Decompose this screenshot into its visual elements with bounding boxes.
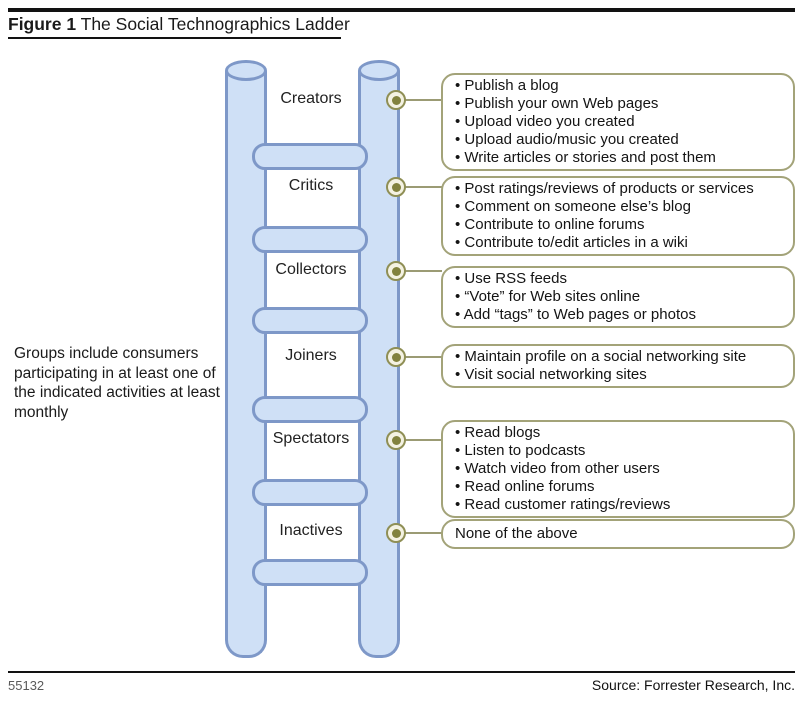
connector-line: [394, 186, 442, 188]
source-credit: Source: Forrester Research, Inc.: [591, 677, 795, 693]
activity-item: • “Vote” for Web sites online: [455, 288, 641, 305]
activity-item: • Add “tags” to Web pages or photos: [455, 306, 696, 323]
connector-line: [394, 270, 442, 272]
activity-item: • Use RSS feeds: [455, 270, 567, 287]
ladder-rung: [252, 143, 368, 170]
group-label-critics: Critics: [288, 177, 334, 194]
group-label-spectators: Spectators: [272, 430, 350, 447]
title-rule: [8, 37, 341, 39]
marker-dot-icon: [386, 347, 406, 367]
footer-rule: [8, 671, 795, 673]
activity-item: • Read customer ratings/reviews: [455, 496, 671, 513]
figure-number: 55132: [8, 678, 45, 693]
activity-box-creators: • Publish a blog• Publish your own Web p…: [441, 73, 795, 171]
marker-dot-icon: [386, 90, 406, 110]
activity-item: • Read online forums: [455, 478, 595, 495]
activity-box-joiners: • Maintain profile on a social networkin…: [441, 344, 795, 388]
ladder-rung: [252, 307, 368, 334]
group-label-inactives: Inactives: [279, 522, 343, 539]
marker-dot-icon: [386, 177, 406, 197]
activity-item: • Listen to podcasts: [455, 442, 586, 459]
activity-item: • Contribute to/edit articles in a wiki: [455, 234, 688, 251]
ladder-left-rail-cap: [225, 60, 267, 81]
connector-line: [394, 439, 442, 441]
activity-item: None of the above: [455, 525, 578, 542]
activity-item: • Upload video you created: [455, 113, 635, 130]
activity-box-critics: • Post ratings/reviews of products or se…: [441, 176, 795, 256]
connector-line: [394, 532, 442, 534]
ladder-rung: [252, 479, 368, 506]
figure-label: Figure 1: [8, 14, 77, 34]
marker-dot-icon: [386, 430, 406, 450]
activity-box-inactives: None of the above: [441, 519, 795, 549]
activity-item: • Read blogs: [455, 424, 541, 441]
connector-line: [394, 99, 442, 101]
group-label-joiners: Joiners: [285, 347, 337, 364]
activity-item: • Comment on someone else’s blog: [455, 198, 691, 215]
annotation-text: Groups include consumers participating i…: [14, 345, 220, 421]
ladder-right-rail-cap: [358, 60, 400, 81]
activity-item: • Maintain profile on a social networkin…: [455, 348, 747, 365]
figure-title-text: The Social Technographics Ladder: [80, 14, 350, 34]
activity-box-spectators: • Read blogs• Listen to podcasts• Watch …: [441, 420, 795, 518]
activity-box-collectors: • Use RSS feeds• “Vote” for Web sites on…: [441, 266, 795, 328]
ladder-rung: [252, 559, 368, 586]
marker-dot-icon: [386, 523, 406, 543]
figure-title: Figure 1 The Social Technographics Ladde…: [8, 14, 350, 35]
group-label-creators: Creators: [280, 90, 342, 107]
top-rule: [8, 8, 795, 12]
marker-dot-icon: [386, 261, 406, 281]
group-label-collectors: Collectors: [275, 261, 347, 278]
activity-item: • Visit social networking sites: [455, 366, 647, 383]
activity-item: • Contribute to online forums: [455, 216, 645, 233]
ladder-rung: [252, 396, 368, 423]
activity-item: • Upload audio/music you created: [455, 131, 679, 148]
ladder-rung: [252, 226, 368, 253]
activity-item: • Write articles or stories and post the…: [455, 149, 716, 166]
connector-line: [394, 356, 442, 358]
activity-item: • Publish your own Web pages: [455, 95, 659, 112]
activity-item: • Publish a blog: [455, 77, 559, 94]
activity-item: • Watch video from other users: [455, 460, 660, 477]
activity-item: • Post ratings/reviews of products or se…: [455, 180, 754, 197]
